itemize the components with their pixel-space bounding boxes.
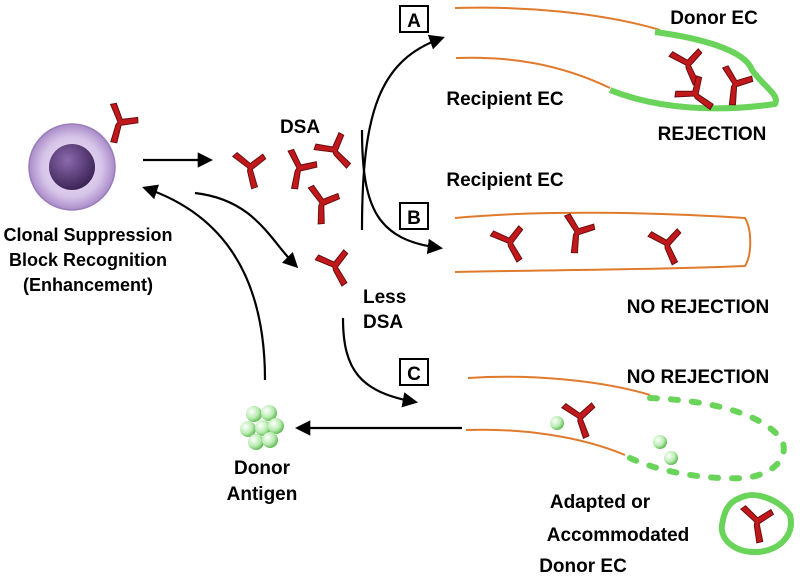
rejection-label: REJECTION xyxy=(658,124,767,145)
arrow-antigen-to-cell xyxy=(142,184,267,381)
panel-c: C NO REJECTION Adapted or Accommodated D… xyxy=(399,358,794,577)
shed-antigen xyxy=(653,435,667,449)
donor-antigen-label: Donor Antigen xyxy=(227,458,298,505)
antibody xyxy=(304,184,341,227)
panel-b-tag: B xyxy=(407,208,421,229)
panel-a-tag-box xyxy=(399,5,429,33)
panel-b: Recipient EC B NO REJECTION xyxy=(399,170,770,318)
arrow-to-panel-c xyxy=(341,317,419,408)
recipient-ec-label-b: Recipient EC xyxy=(446,170,563,191)
bound-antibody xyxy=(672,70,723,120)
svg-text:Adapted or: Adapted or xyxy=(550,492,651,513)
dsa-antibody-cluster xyxy=(231,126,362,227)
panel-a-tag: A xyxy=(407,11,421,32)
bound-antibody xyxy=(716,64,756,109)
donor-antigen-cluster xyxy=(240,405,284,450)
svg-text:(Enhancement): (Enhancement) xyxy=(23,275,153,295)
arrow-to-panel-b xyxy=(360,129,444,255)
vessel-wall-upper xyxy=(454,6,661,31)
recipient-ec-label-a: Recipient EC xyxy=(446,89,563,110)
antibody xyxy=(231,147,271,192)
accommodated-antibody xyxy=(740,502,777,545)
svg-text:Clonal Suppression: Clonal Suppression xyxy=(3,225,172,245)
antibody xyxy=(560,396,603,443)
arrow-cell-to-less-dsa xyxy=(194,191,299,269)
panel-a: A Donor EC Recipient EC REJECTION xyxy=(399,5,779,145)
recipient-vessel xyxy=(454,211,752,273)
vessel-wall-lower-c xyxy=(465,428,626,456)
svg-text:Less: Less xyxy=(363,287,406,308)
svg-text:Accommodated: Accommodated xyxy=(547,525,690,546)
no-rejection-label-c: NO REJECTION xyxy=(627,367,770,388)
arrow-to-panel-a xyxy=(360,34,445,231)
svg-text:Antigen: Antigen xyxy=(227,484,298,505)
shed-antigen xyxy=(550,416,564,430)
immune-cell xyxy=(28,101,143,211)
svg-text:Block Recognition: Block Recognition xyxy=(9,250,167,270)
circulating-antibody xyxy=(646,222,691,270)
svg-text:DSA: DSA xyxy=(363,312,403,333)
svg-text:Donor: Donor xyxy=(234,458,291,479)
dsa-label: DSA xyxy=(280,117,320,138)
circulating-antibody xyxy=(488,219,535,269)
donor-ec-label: Donor EC xyxy=(670,8,758,29)
panel-c-tag: C xyxy=(407,364,421,385)
circulating-antibody xyxy=(558,212,598,257)
panel-c-tag-box xyxy=(399,358,429,386)
bound-antibody xyxy=(667,42,712,90)
dissociating-endothelium xyxy=(627,395,787,482)
panel-b-tag-box xyxy=(399,202,429,230)
donor-endothelium xyxy=(608,29,779,112)
clonal-suppression-label: Clonal Suppression Block Recognition (En… xyxy=(3,225,172,295)
adapted-donor-ec xyxy=(718,492,794,556)
vessel-wall-upper-c xyxy=(467,375,651,396)
svg-text:Donor EC: Donor EC xyxy=(539,556,627,577)
no-rejection-label-b: NO REJECTION xyxy=(627,297,770,318)
vessel-wall-lower xyxy=(455,56,611,89)
shed-antigen xyxy=(664,451,678,465)
less-dsa-label: Less DSA xyxy=(363,287,406,333)
less-dsa-antibody xyxy=(313,243,360,293)
adapted-label: Adapted or Accommodated Donor EC xyxy=(539,492,689,577)
